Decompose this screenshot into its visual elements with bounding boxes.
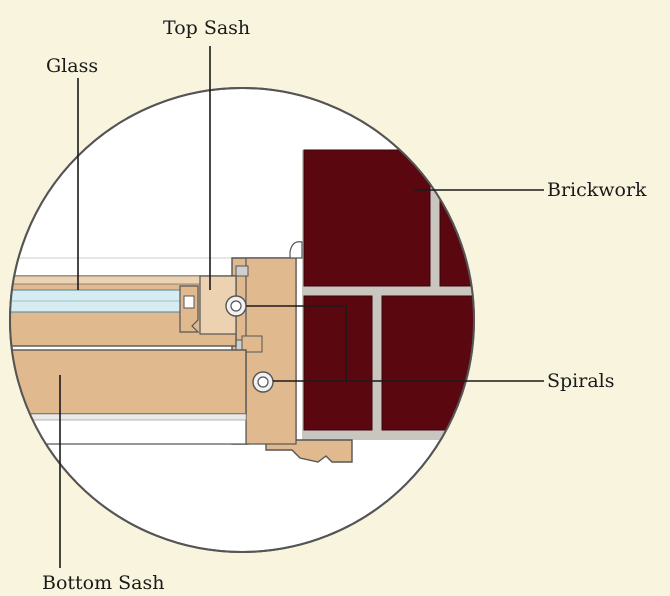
spiral-balance-bottom: [252, 371, 274, 393]
label-spirals: Spirals: [547, 370, 615, 392]
label-top-sash: Top Sash: [163, 17, 250, 39]
label-brickwork: Brickwork: [547, 179, 647, 201]
bottom-sash-section: [10, 349, 247, 445]
window-frame: [231, 241, 353, 463]
label-bottom-sash: Bottom Sash: [42, 572, 165, 594]
top-sash-section: [10, 275, 237, 347]
leader-spirals-top: [246, 305, 347, 381]
spiral-balance-top: [225, 295, 247, 317]
label-glass: Glass: [46, 55, 98, 77]
